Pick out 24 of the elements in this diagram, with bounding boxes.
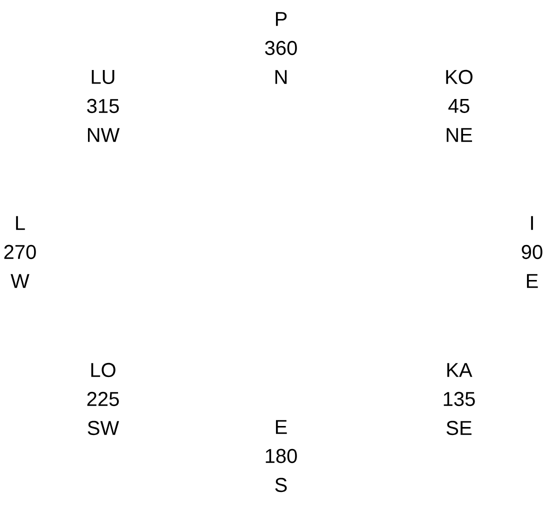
compass-label: 45 (448, 99, 470, 113)
compass-label: KA (447, 363, 472, 377)
compass-label: 180 (266, 448, 297, 464)
compass-label: 225 (87, 392, 119, 406)
compass-label: 135 (444, 392, 475, 406)
compass-label: NE (446, 128, 472, 142)
compass-label: 90 (522, 244, 542, 260)
compass-label: KO (446, 70, 472, 84)
compass-label: NW (88, 128, 120, 142)
compass-label: W (10, 274, 30, 288)
compass-label: L (16, 216, 25, 230)
compass-label: SW (88, 420, 120, 436)
compass-label: E (276, 420, 287, 434)
compass-label: SE (446, 420, 472, 436)
compass-label: 315 (87, 98, 119, 114)
compass-label: 360 (265, 40, 297, 56)
compass-label: LU (92, 70, 114, 84)
compass-label: P (276, 12, 287, 26)
compass-label: E (526, 274, 538, 288)
compass-label: I (531, 216, 533, 230)
compass-label: LO (91, 362, 116, 378)
compass-label: 270 (4, 244, 36, 260)
compass-label: S (275, 478, 287, 492)
compass-label: N (275, 70, 287, 84)
